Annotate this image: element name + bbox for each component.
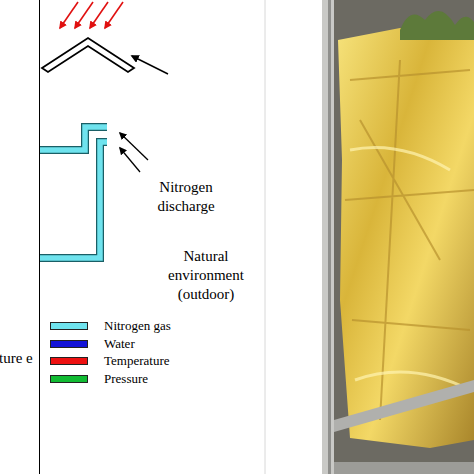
legend-text: Nitrogen gas <box>104 318 171 334</box>
discharge-arrow <box>120 133 148 172</box>
photo <box>322 0 474 474</box>
legend-swatch <box>50 357 88 365</box>
legend-row: Temperature <box>50 353 170 369</box>
annotation: Natural environment (outdoor) <box>160 247 252 304</box>
legend-row: Pressure <box>50 371 148 387</box>
legend-swatch <box>50 340 88 348</box>
box-label: ture e <box>0 348 33 368</box>
legend-row: Nitrogen gas <box>50 318 171 334</box>
solar-rays <box>60 2 123 28</box>
panel-border <box>265 0 266 474</box>
legend-text: Water <box>104 336 135 352</box>
legend-swatch <box>50 375 88 383</box>
annotation: Nitrogen discharge <box>146 178 226 216</box>
radiator-roof <box>42 38 134 72</box>
legend-row: Water <box>50 336 135 352</box>
nitrogen-pipe <box>40 127 107 258</box>
legend-swatch <box>50 322 88 330</box>
legend-text: Pressure <box>104 371 148 387</box>
pointer-arrow <box>132 56 168 74</box>
legend-text: Temperature <box>104 353 170 369</box>
chamber-box: ture e <box>0 0 40 474</box>
